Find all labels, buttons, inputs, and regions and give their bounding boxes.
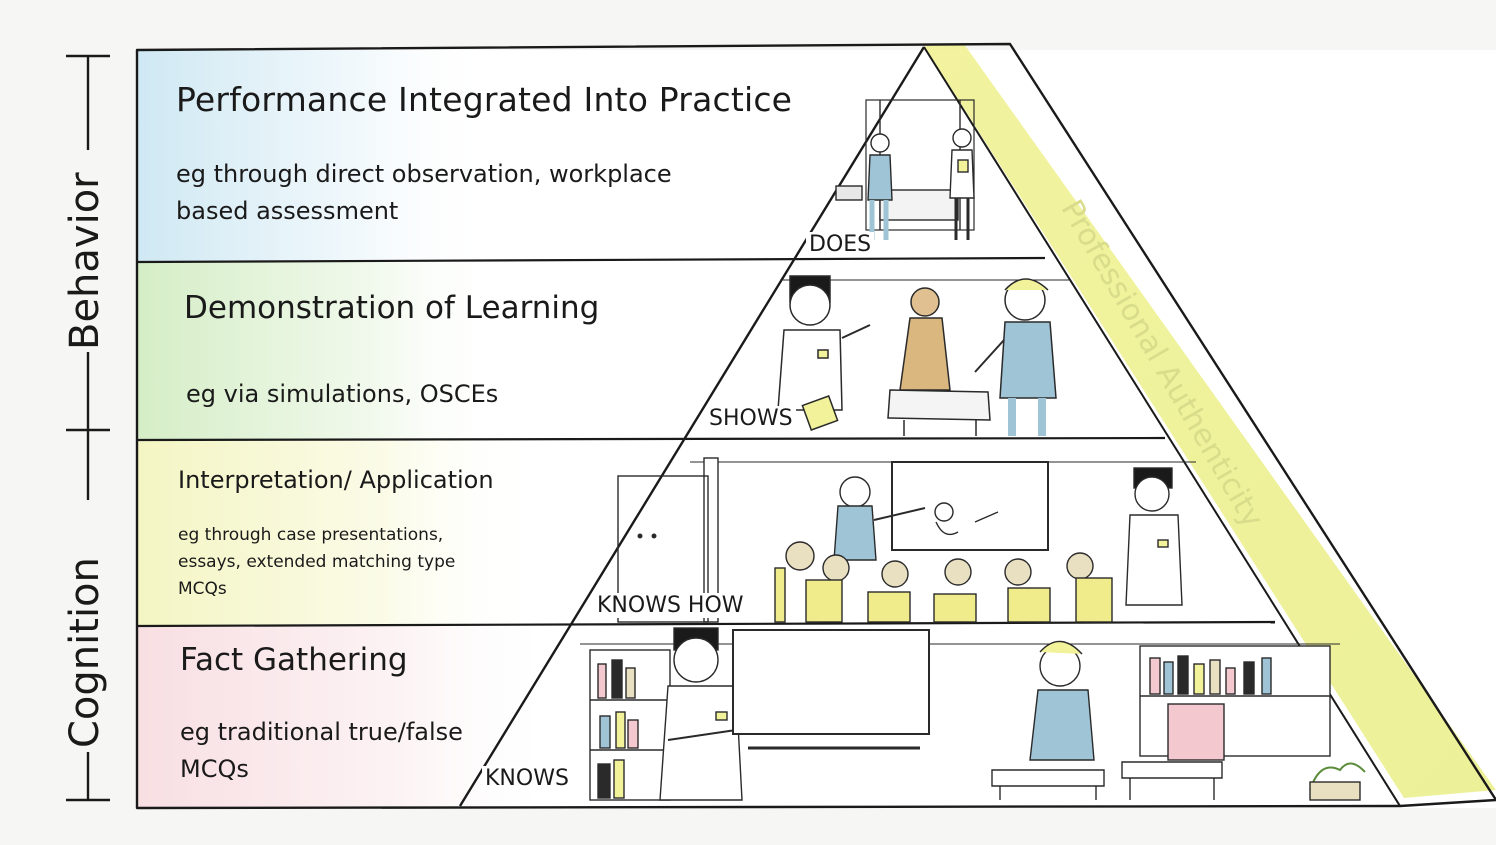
level-label-knows: KNOWS xyxy=(482,766,572,791)
description-line: MCQs xyxy=(180,755,249,783)
axis-line xyxy=(66,54,110,802)
level-title-knows: Fact Gathering xyxy=(180,642,408,678)
divider-shows-knows-how xyxy=(136,436,1166,442)
level-description-knows: eg traditional true/false MCQs xyxy=(180,714,463,788)
description-line: eg through case presentations, xyxy=(178,525,444,545)
level-description-shows: eg via simulations, OSCEs xyxy=(186,376,498,413)
description-line: eg via simulations, OSCEs xyxy=(186,380,499,408)
description-line: eg through direct observation, workplace xyxy=(176,160,672,188)
description-line: eg traditional true/false xyxy=(180,718,463,746)
description-line: based assessment xyxy=(176,197,399,225)
knows-scene xyxy=(580,627,1366,801)
level-description-knows-how: eg through case presentations, essays, e… xyxy=(178,522,455,603)
level-label-knows-how: KNOWS HOW xyxy=(594,593,747,618)
divider-does-shows xyxy=(136,256,1046,264)
level-description-does: eg through direct observation, workplace… xyxy=(176,156,672,230)
level-label-does: DOES xyxy=(806,232,875,257)
outer-frame xyxy=(135,42,1496,810)
level-title-shows: Demonstration of Learning xyxy=(184,290,600,326)
shows-scene xyxy=(777,275,1070,436)
level-title-does: Performance Integrated Into Practice xyxy=(176,80,793,119)
description-line: MCQs xyxy=(178,579,227,599)
professional-authenticity-band xyxy=(924,44,1496,798)
knows-how-scene xyxy=(617,457,1196,623)
axis-behavior-label: Behavior xyxy=(62,172,108,350)
description-line: essays, extended matching type xyxy=(178,552,456,572)
pyramid-left-edge xyxy=(458,46,926,807)
axis-cognition-label: Cognition xyxy=(62,557,108,748)
level-label-shows: SHOWS xyxy=(706,406,796,431)
level-title-knows-how: Interpretation/ Application xyxy=(178,466,494,494)
does-scene xyxy=(835,99,975,240)
